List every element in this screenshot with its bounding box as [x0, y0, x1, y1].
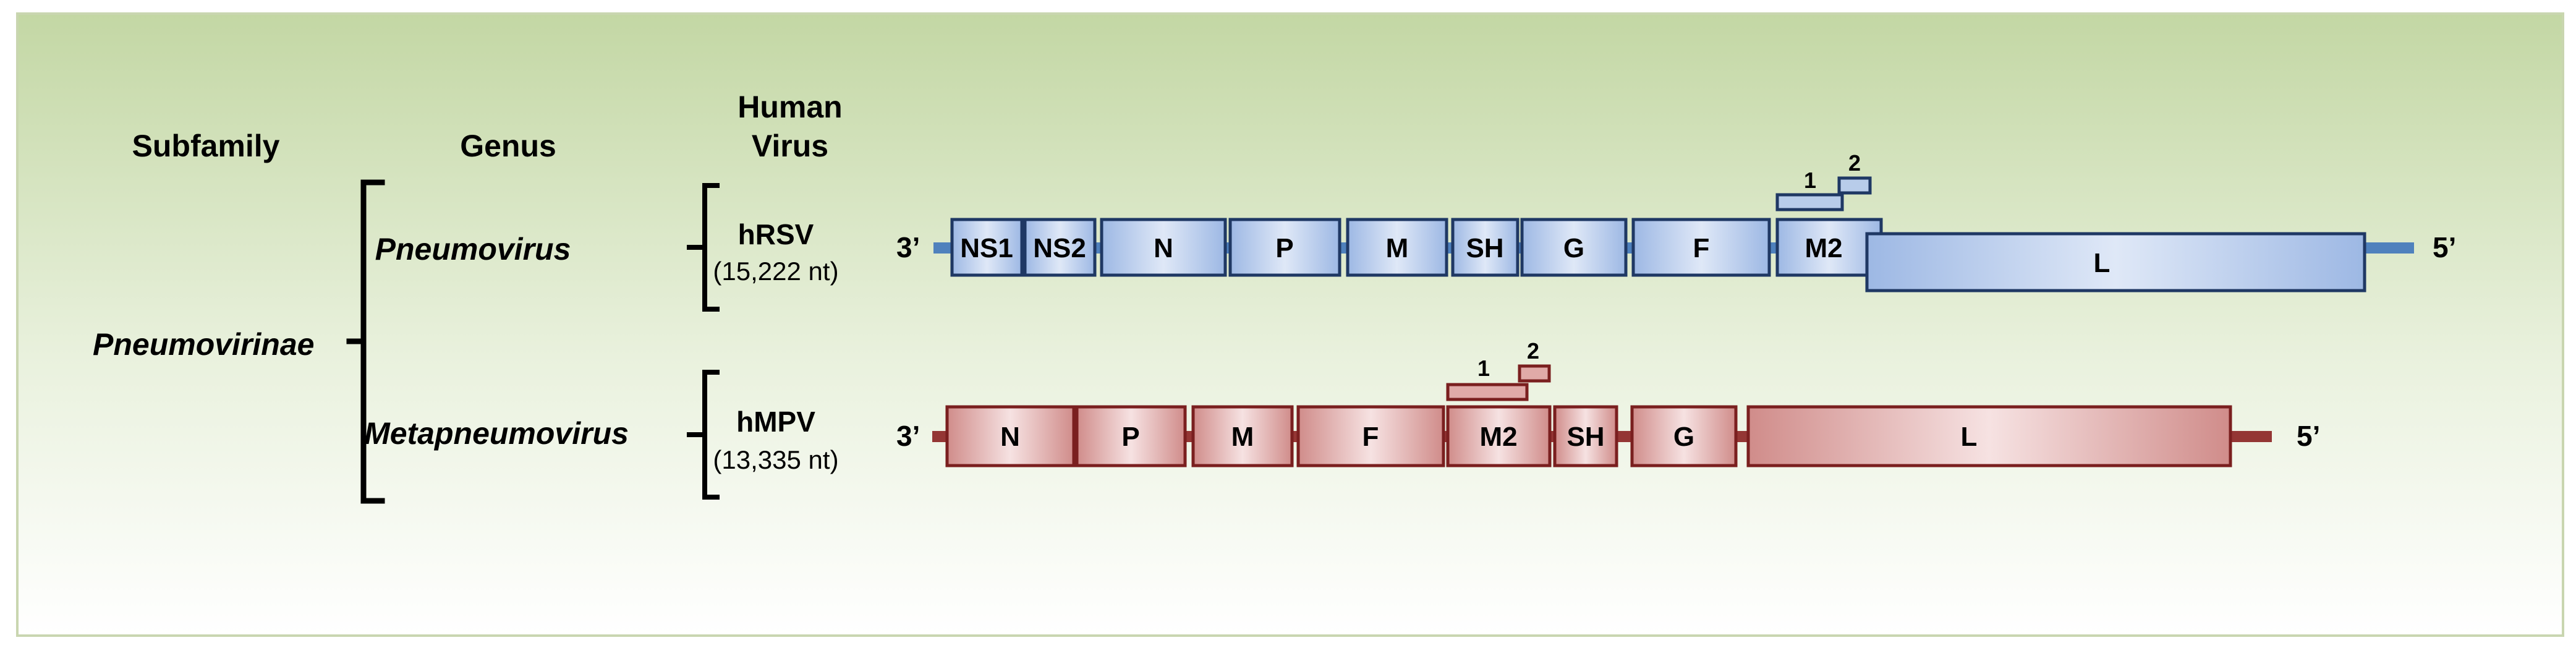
hmpv-gene-f-box [1296, 405, 1445, 467]
hmpv-gene-m2-label: M2 [1479, 422, 1517, 452]
virus-hmpv: hMPV [736, 406, 815, 438]
hrsv-gene-l-label: L [2094, 248, 2111, 278]
hrsv-gene-l-box [1865, 232, 2366, 292]
hrsv-gene-n-box [1100, 218, 1227, 277]
length-hmpv: (13,335 nt) [713, 445, 838, 474]
hrsv-m2-orf1-label: 1 [1804, 168, 1816, 193]
hmpv-gene-n-box [945, 405, 1076, 467]
hmpv-gene-g-box [1630, 405, 1738, 467]
hrsv-backbone-left [933, 242, 952, 254]
hrsv-gene-sh-label: SH [1466, 233, 1503, 263]
hrsv-gene-sh-box [1451, 218, 1520, 277]
header-human-virus-line2: Virus [752, 129, 828, 163]
hrsv-gene-ns1-label: NS1 [960, 233, 1013, 263]
background-panel [16, 12, 2564, 637]
hrsv-gene-g-box [1520, 218, 1628, 277]
hmpv-five-prime-end: 5’ [2297, 420, 2320, 452]
hmpv-genome: N P M F M2 SH G L 1 2 3’ 5’ [896, 338, 2320, 467]
hrsv-gene-ns1-box [950, 218, 1024, 277]
hmpv-gene-f-label: F [1362, 422, 1379, 452]
subfamily-name: Pneumovirinae [93, 327, 314, 362]
hrsv-gene-f-label: F [1693, 233, 1710, 263]
hrsv-gene-m-label: M [1386, 233, 1409, 263]
hmpv-gene-sh-box [1553, 405, 1618, 467]
hmpv-three-prime-end: 3’ [896, 420, 920, 452]
hmpv-gene-m2-box [1446, 405, 1552, 467]
hrsv-gene-p-label: P [1275, 233, 1293, 263]
hmpv-backbone-right [2229, 431, 2272, 442]
hmpv-gene-p-box [1075, 405, 1187, 467]
hrsv-gene-f-box [1631, 218, 1771, 277]
hrsv-m2-orf2-box [1837, 176, 1872, 195]
header-subfamily: Subfamily [132, 129, 280, 163]
genus-metapneumovirus: Metapneumovirus [364, 416, 629, 451]
hrsv-gene-m2-box [1775, 218, 1883, 277]
hmpv-gene-m-label: M [1231, 422, 1254, 452]
hmpv-m2-orf2-label: 2 [1527, 338, 1539, 364]
hrsv-three-prime-end: 3’ [896, 231, 920, 263]
header-human-virus-line1: Human [738, 90, 842, 124]
hmpv-m2-orf1-box [1446, 383, 1529, 401]
hrsv-genome: NS1 NS2 N P M SH G F M2 L 1 2 3’ 5’ [896, 150, 2456, 292]
genus-pneumovirus: Pneumovirus [375, 232, 571, 266]
hrsv-m2-orf1-box [1775, 193, 1844, 211]
hrsv-five-prime-end: 5’ [2433, 231, 2456, 263]
hmpv-gene-l-label: L [1961, 422, 1978, 452]
hmpv-gene-l-box [1746, 405, 2232, 467]
length-hrsv: (15,222 nt) [713, 257, 838, 286]
hmpv-bracket [687, 370, 720, 500]
hrsv-gene-ns2-box [1023, 218, 1097, 277]
hrsv-gene-p-box [1228, 218, 1341, 277]
virus-hrsv: hRSV [738, 218, 814, 250]
hrsv-gene-g-label: G [1563, 233, 1584, 263]
hmpv-gene-sh-label: SH [1566, 422, 1604, 452]
hmpv-m2-orf2-box [1518, 364, 1551, 383]
hmpv-m2-orf1-label: 1 [1477, 356, 1490, 381]
header-genus: Genus [460, 129, 556, 163]
hrsv-gene-ns2-label: NS2 [1033, 233, 1086, 263]
hrsv-gene-m2-label: M2 [1804, 233, 1842, 263]
hrsv-bracket [687, 183, 720, 312]
hrsv-backbone-right [2365, 242, 2414, 254]
hmpv-gene-p-label: P [1121, 422, 1139, 452]
hrsv-m2-orf2-label: 2 [1848, 150, 1861, 176]
subfamily-bracket [346, 179, 385, 504]
hmpv-gene-g-label: G [1673, 422, 1694, 452]
hrsv-gene-n-label: N [1154, 233, 1173, 263]
hrsv-gene-m-box [1346, 218, 1448, 277]
hmpv-gene-n-label: N [1000, 422, 1020, 452]
hmpv-gene-m-box [1191, 405, 1294, 467]
